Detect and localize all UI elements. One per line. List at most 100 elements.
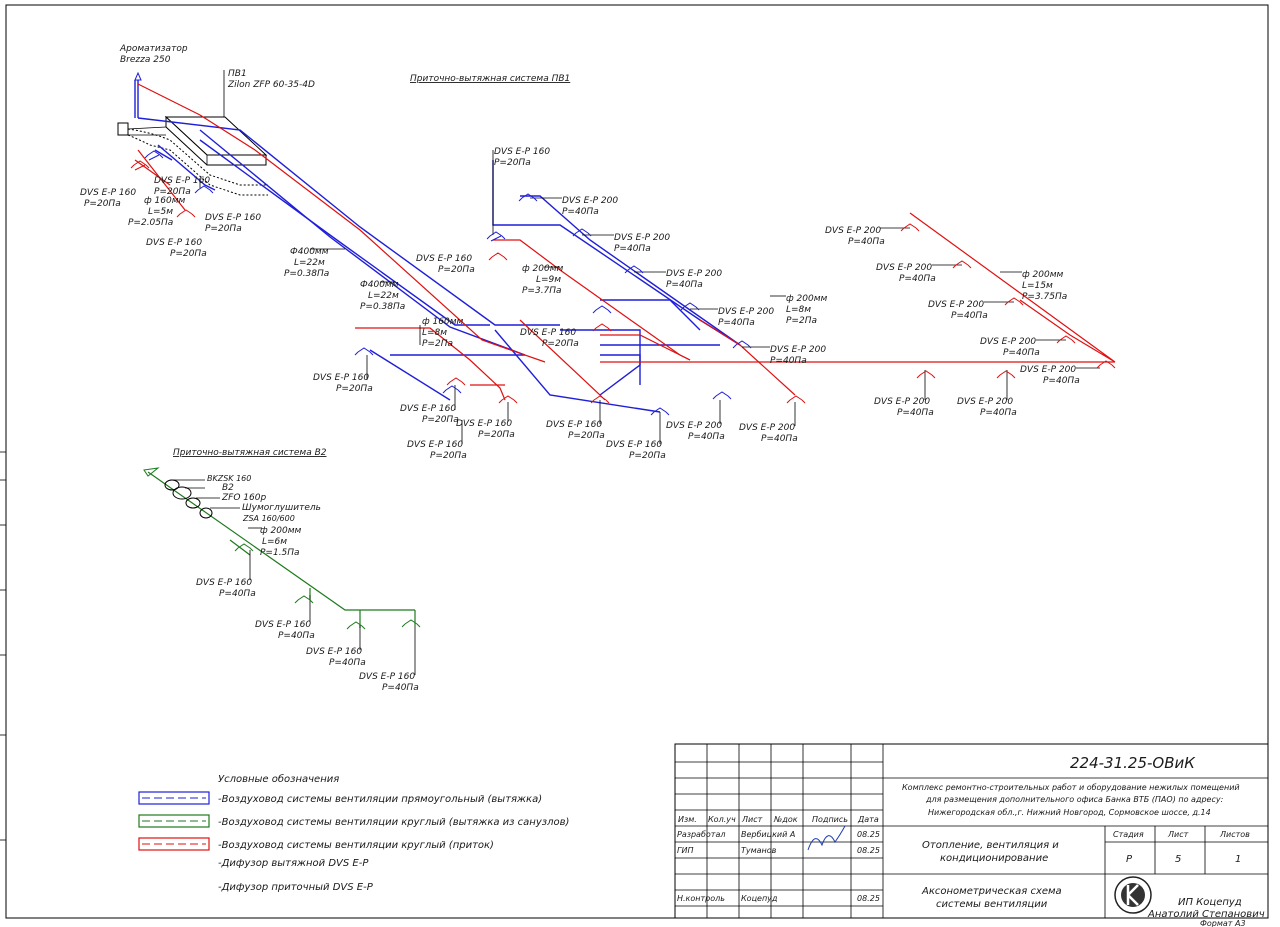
annotation-label: P=0.38Па (284, 269, 329, 279)
doc-line-2: системы вентиляции (936, 899, 1048, 910)
annotation-label: L=22м (368, 291, 399, 301)
aromatizer-label: Ароматизатор (119, 44, 188, 54)
row-name-1: Вербицкий А (741, 830, 795, 839)
annotation-label: P=40Па (770, 356, 807, 366)
logo-icon (1114, 876, 1152, 914)
annotation-label: ф 160мм (422, 317, 464, 327)
legend-item-exhaust: -Воздуховод системы вентиляции прямоугол… (138, 791, 542, 805)
legend-title: Условные обозначения (218, 773, 339, 785)
annotation-label: P=2.05Па (128, 218, 173, 228)
annotation-label: P=40Па (980, 408, 1017, 418)
project-line-1: Комплекс ремонтно-строительных работ и о… (902, 783, 1240, 792)
section-line-2: кондиционирование (940, 853, 1048, 864)
annotation-label: ф 200мм (260, 526, 302, 536)
annotation-label: DVS E-P 160 (520, 328, 576, 338)
legend-sanitary-text: -Воздуховод системы вентиляции круглый (… (218, 817, 569, 828)
annotation-label: P=20Па (336, 384, 373, 394)
annotation-label: DVS E-P 160 (196, 578, 252, 588)
annotation-label: DVS E-P 160 (205, 213, 261, 223)
annotation-label: DVS E-P 160 (146, 238, 202, 248)
annotation-label: P=40Па (278, 631, 315, 641)
annotation-label: DVS E-P 160 (407, 440, 463, 450)
sheets-header: Листов (1219, 830, 1250, 839)
row-date-2: 08.25 (857, 846, 880, 855)
annotation-label: P=20Па (494, 158, 531, 168)
annotation-label: P=20Па (170, 249, 207, 259)
annotation-label: DVS E-P 200 (874, 397, 930, 407)
annotation-label: DVS E-P 160 (606, 440, 662, 450)
diffuser-icon (130, 150, 1116, 416)
system-pv1-title: Приточно-вытяжная система ПВ1 (410, 74, 570, 84)
diffuser-icon (234, 543, 421, 630)
fan-unit-icon: ПВ1 Zilon ZFP 60-35-4D (117, 69, 315, 196)
annotation-label: P=40Па (1003, 348, 1040, 358)
aromatizer-arrow-icon (134, 71, 142, 81)
annotation-label: DVS E-P 200 (928, 300, 984, 310)
annotation-label: P=2Па (786, 316, 817, 326)
supply-duct-pv1 (134, 83, 1116, 401)
annotation-label: DVS E-P 200 (1020, 365, 1076, 375)
annotation-label: P=0.38Па (360, 302, 405, 312)
v2-outlet-icon (143, 467, 160, 477)
stage-header: Стадия (1113, 830, 1144, 839)
row-date-1: 08.25 (857, 830, 880, 839)
header-ndok: №док (773, 815, 798, 824)
aromatizer-model: Brezza 250 (120, 55, 171, 65)
annotation-label: P=40Па (562, 207, 599, 217)
annotation-label: L=8м (786, 305, 811, 315)
legend-item-supply: -Воздуховод системы вентиляции круглый (… (138, 837, 494, 851)
legend-diffuser-supply: -Дифузор приточный DVS E-P (218, 882, 374, 893)
annotation-label: P=20Па (430, 451, 467, 461)
annotation-label: P=40Па (761, 434, 798, 444)
annotation-label: DVS E-P 160 (306, 647, 362, 657)
v2-fan-label: BKZSK 160 (207, 474, 251, 483)
annotation-label: P=20Па (478, 430, 515, 440)
annotation-label: L=6м (262, 537, 287, 547)
annotation-label: Ф400мм (290, 247, 329, 257)
org-line-1: ИП Коцепуд (1178, 897, 1242, 908)
annotation-label: DVS E-P 160 (359, 672, 415, 682)
annotation-label: DVS E-P 200 (770, 345, 826, 355)
annotation-label: DVS E-P 200 (739, 423, 795, 433)
annotation-label: Ф400мм (360, 280, 399, 290)
section-line-1: Отопление, вентиляция и (922, 840, 1059, 851)
header-izm: Изм. (678, 815, 697, 824)
annotation-label: DVS E-P 160 (313, 373, 369, 383)
annotation-label: L=9м (536, 275, 561, 285)
annotation-label: L=8м (422, 328, 447, 338)
row-role-1: Разработал (677, 830, 725, 839)
annotation-label: DVS E-P 200 (957, 397, 1013, 407)
sheet-value: 5 (1175, 854, 1181, 865)
annotation-label: P=20Па (542, 339, 579, 349)
annotation-label: DVS E-P 160 (416, 254, 472, 264)
stage-value: Р (1126, 854, 1133, 865)
v2-zfo-label: ZFO 160р (221, 493, 266, 503)
annotation-label: P=20Па (568, 431, 605, 441)
annotation-label: DVS E-P 200 (666, 421, 722, 431)
row-role-3: Н.контроль (677, 894, 725, 903)
v2-silencer-label: Шумоглушитель (242, 503, 321, 513)
legend-exhaust-text: -Воздуховод системы вентиляции прямоугол… (218, 794, 542, 805)
row-name-3: Коцепуд (741, 894, 778, 903)
annotation-label: DVS E-P 160 (400, 404, 456, 414)
format-label: Формат А3 (1200, 919, 1246, 927)
annotation-label: DVS E-P 160 (255, 620, 311, 630)
annotation-label: L=15м (1022, 281, 1053, 291)
unit-model: Zilon ZFP 60-35-4D (227, 80, 315, 90)
annotation-label: P=40Па (329, 658, 366, 668)
sheets-value: 1 (1235, 854, 1241, 865)
annotation-label: DVS E-P 200 (876, 263, 932, 273)
row-role-2: ГИП (677, 846, 693, 855)
unit-label: ПВ1 (228, 69, 247, 79)
annotation-label: P=3.75Па (1022, 292, 1067, 302)
leaders-v2 (248, 527, 416, 675)
margin-ticks (0, 451, 6, 841)
sanitary-duct-main (147, 471, 415, 611)
annotation-label: P=20Па (422, 415, 459, 425)
annotation-label: DVS E-P 200 (614, 233, 670, 243)
row-name-2: Туманов (741, 846, 777, 855)
annotation-label: DVS E-P 200 (980, 337, 1036, 347)
annotation-label: ф 200мм (522, 264, 564, 274)
